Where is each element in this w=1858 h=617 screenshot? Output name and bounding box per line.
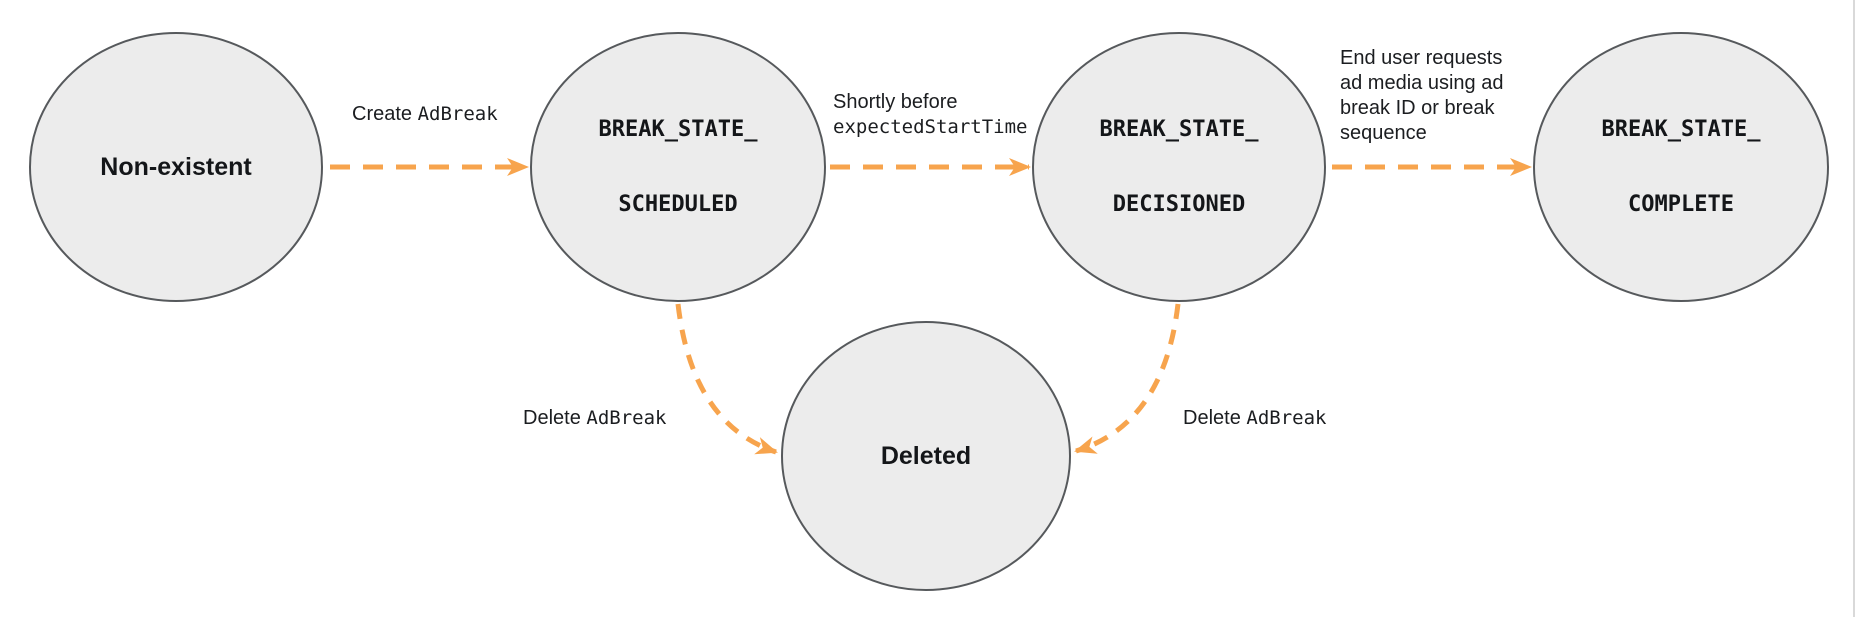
- edge-label-text-plain: Delete: [1183, 407, 1247, 429]
- edge-label-end-user-requests: End user requests ad media using ad brea…: [1340, 46, 1503, 146]
- right-edge-border: [1853, 0, 1855, 617]
- edge-label-shortly-before: Shortly before expectedStartTime: [833, 90, 1027, 140]
- edge-label-line2: ad media using ad: [1340, 72, 1504, 94]
- edge-label-line2: expectedStartTime: [833, 116, 1028, 138]
- edge-label-text-plain: Create: [352, 103, 418, 125]
- arrow-delete-adbreak-right: [1074, 303, 1181, 454]
- edge-label-text-code: AdBreak: [1246, 407, 1327, 429]
- edge-label-line1: Shortly before: [833, 91, 958, 113]
- node-circle-break-state-complete: [1533, 32, 1829, 302]
- node-circle-deleted: [781, 321, 1071, 591]
- edge-label-delete-adbreak-left: Delete AdBreak: [523, 406, 666, 431]
- edge-label-line1: End user requests: [1340, 47, 1503, 69]
- node-circle-break-state-scheduled: [530, 32, 826, 302]
- edge-label-text-plain: Delete: [523, 407, 587, 429]
- edge-label-delete-adbreak-right: Delete AdBreak: [1183, 406, 1326, 431]
- edge-label-line4: sequence: [1340, 122, 1427, 144]
- edge-label-text-code: AdBreak: [586, 407, 667, 429]
- node-circle-non-existent: [29, 32, 323, 302]
- arrow-delete-adbreak-left: [675, 303, 778, 455]
- node-circle-break-state-decisioned: [1032, 32, 1326, 302]
- edge-label-line3: break ID or break: [1340, 97, 1495, 119]
- edge-label-text-code: AdBreak: [417, 103, 498, 125]
- edge-label-create-adbreak: Create AdBreak: [352, 102, 498, 127]
